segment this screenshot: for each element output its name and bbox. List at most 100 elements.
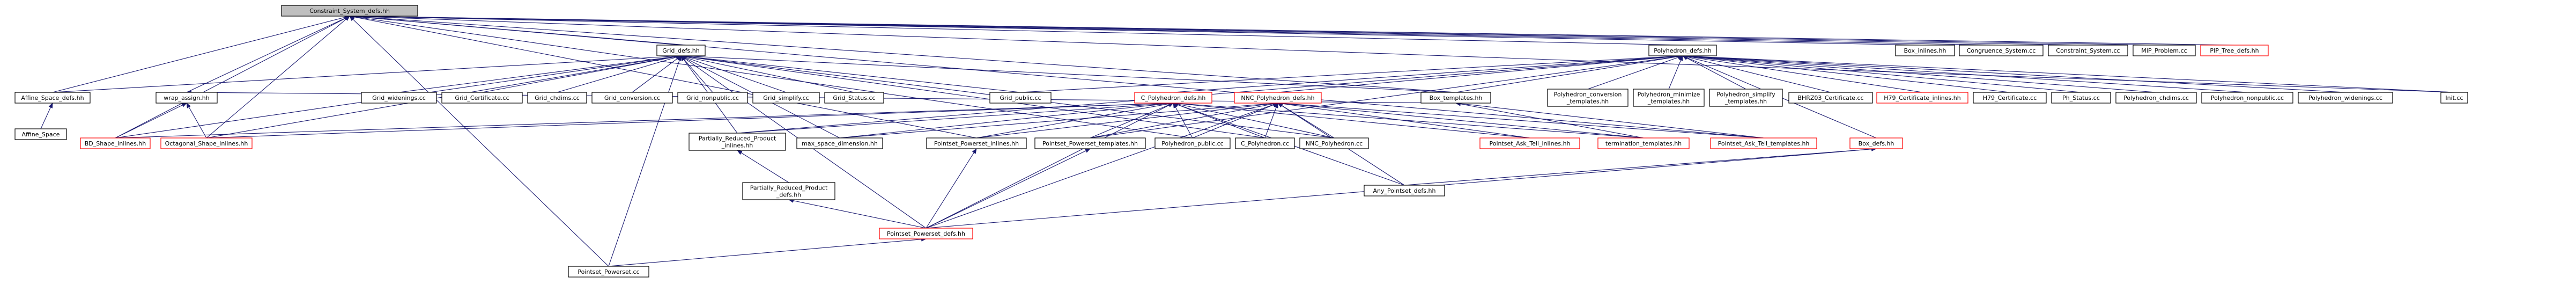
node-box[interactable] xyxy=(926,137,1027,149)
graph-node-c-poly-cc[interactable]: C_Polyhedron.cc xyxy=(1235,137,1295,149)
graph-node-ph-status[interactable]: Ph_Status.cc xyxy=(2051,92,2111,104)
node-box[interactable] xyxy=(2048,45,2128,56)
node-box[interactable] xyxy=(2440,92,2468,104)
node-box[interactable] xyxy=(1234,92,1322,104)
graph-node-term-tpl[interactable]: termination_templates.hh xyxy=(1597,137,1690,149)
node-box[interactable] xyxy=(1876,92,1968,104)
node-box[interactable] xyxy=(441,92,523,104)
node-box[interactable] xyxy=(1959,45,2044,56)
graph-node-box-defs[interactable]: Box_defs.hh xyxy=(1849,137,1903,149)
graph-node-grid-public[interactable]: Grid_public.cc xyxy=(989,92,1052,104)
graph-node-mip[interactable]: MIP_Problem.cc xyxy=(2133,45,2196,56)
node-box[interactable] xyxy=(1034,137,1146,149)
node-box[interactable] xyxy=(677,92,748,104)
graph-node-grid-defs[interactable]: Grid_defs.hh xyxy=(656,45,706,56)
node-box[interactable] xyxy=(1648,45,1717,56)
node-box[interactable] xyxy=(1299,137,1369,149)
node-box[interactable] xyxy=(527,92,587,104)
graph-node-pps-cc[interactable]: Pointset_Powerset.cc xyxy=(568,266,649,278)
node-box[interactable] xyxy=(1709,89,1783,107)
node-box[interactable] xyxy=(2201,92,2293,104)
graph-node-nncpoly-defs[interactable]: NNC_Polyhedron_defs.hh xyxy=(1234,92,1322,104)
graph-node-bd-inl[interactable]: BD_Shape_inlines.hh xyxy=(80,137,151,149)
node-box[interactable] xyxy=(1479,137,1580,149)
node-box[interactable] xyxy=(568,266,649,278)
graph-node-poly-nonpub[interactable]: Polyhedron_nonpublic.cc xyxy=(2201,92,2293,104)
node-box[interactable] xyxy=(591,92,673,104)
node-box[interactable] xyxy=(742,182,835,200)
graph-node-bhrz03[interactable]: BHRZ03_Certificate.cc xyxy=(1788,92,1873,104)
graph-node-root[interactable]: Constraint_System_defs.hh xyxy=(281,5,418,17)
graph-node-grid-cert[interactable]: Grid_Certificate.cc xyxy=(441,92,523,104)
graph-node-poly-simp-tpl[interactable]: Polyhedron_simplify_templates.hh xyxy=(1709,89,1783,107)
node-box[interactable] xyxy=(2298,92,2393,104)
node-box[interactable] xyxy=(879,228,973,239)
node-box[interactable] xyxy=(1154,137,1231,149)
graph-node-max-space[interactable]: max_space_dimension.hh xyxy=(796,137,883,149)
node-box[interactable] xyxy=(989,92,1052,104)
node-box[interactable] xyxy=(796,137,883,149)
node-box[interactable] xyxy=(156,92,218,104)
node-box[interactable] xyxy=(1364,185,1445,196)
graph-node-pps-inl[interactable]: Pointset_Powerset_inlines.hh xyxy=(926,137,1027,149)
graph-node-grid-widenings[interactable]: Grid_widenings.cc xyxy=(361,92,437,104)
graph-node-affine-space[interactable]: Affine_Space xyxy=(14,128,67,140)
graph-node-grid-conv[interactable]: Grid_conversion.cc xyxy=(591,92,673,104)
node-box[interactable] xyxy=(2133,45,2196,56)
graph-node-pps-tpl[interactable]: Pointset_Powerset_templates.hh xyxy=(1034,137,1146,149)
graph-node-box-inlines[interactable]: Box_inlines.hh xyxy=(1895,45,1955,56)
node-box[interactable] xyxy=(1710,137,1817,149)
graph-node-grid-status[interactable]: Grid_Status.cc xyxy=(824,92,884,104)
graph-node-grid-simplify[interactable]: Grid_simplify.cc xyxy=(752,92,820,104)
node-box[interactable] xyxy=(14,92,91,104)
graph-node-wrap[interactable]: wrap_assign.hh xyxy=(156,92,218,104)
graph-node-poly-public[interactable]: Polyhedron_public.cc xyxy=(1154,137,1231,149)
node-box[interactable] xyxy=(1633,89,1705,107)
graph-node-congruence[interactable]: Congruence_System.cc xyxy=(1959,45,2044,56)
graph-node-poly-widen[interactable]: Polyhedron_widenings.cc xyxy=(2298,92,2393,104)
graph-node-poly-defs[interactable]: Polyhedron_defs.hh xyxy=(1648,45,1717,56)
node-box[interactable] xyxy=(689,133,786,151)
graph-node-poly-conv-tpl[interactable]: Polyhedron_conversion_templates.hh xyxy=(1547,89,1628,107)
graph-node-h79-cc[interactable]: H79_Certificate.cc xyxy=(1973,92,2047,104)
node-box[interactable] xyxy=(1134,92,1212,104)
graph-node-poly-min-tpl[interactable]: Polyhedron_minimize_templates.hh xyxy=(1633,89,1705,107)
graph-node-grid-nonpub[interactable]: Grid_nonpublic.cc xyxy=(677,92,748,104)
graph-node-init[interactable]: Init.cc xyxy=(2440,92,2468,104)
node-box[interactable] xyxy=(2115,92,2197,104)
node-box[interactable] xyxy=(80,137,151,149)
graph-node-affine-defs[interactable]: Affine_Space_defs.hh xyxy=(14,92,91,104)
node-box[interactable] xyxy=(752,92,820,104)
node-box[interactable] xyxy=(1235,137,1295,149)
node-box[interactable] xyxy=(281,5,418,17)
node-box[interactable] xyxy=(1597,137,1690,149)
graph-node-prp-inl[interactable]: Partially_Reduced_Product_inlines.hh xyxy=(689,133,786,151)
node-box[interactable] xyxy=(2051,92,2111,104)
graph-node-pat-tpl[interactable]: Pointset_Ask_Tell_templates.hh xyxy=(1710,137,1817,149)
graph-node-pps-defs[interactable]: Pointset_Powerset_defs.hh xyxy=(879,228,973,239)
node-box[interactable] xyxy=(1973,92,2047,104)
graph-node-cs-cc[interactable]: Constraint_System.cc xyxy=(2048,45,2128,56)
node-box[interactable] xyxy=(14,128,67,140)
node-box[interactable] xyxy=(160,137,253,149)
node-box[interactable] xyxy=(1849,137,1903,149)
node-box[interactable] xyxy=(361,92,437,104)
graph-node-h79-inl[interactable]: H79_Certificate_inlines.hh xyxy=(1876,92,1968,104)
graph-node-oct-inl[interactable]: Octagonal_Shape_inlines.hh xyxy=(160,137,253,149)
node-box[interactable] xyxy=(2200,45,2269,56)
graph-node-box-templates[interactable]: Box_templates.hh xyxy=(1420,92,1491,104)
graph-node-any-pt[interactable]: Any_Pointset_defs.hh xyxy=(1364,185,1445,196)
graph-node-pip[interactable]: PIP_Tree_defs.hh xyxy=(2200,45,2269,56)
graph-node-nnc-poly-cc[interactable]: NNC_Polyhedron.cc xyxy=(1299,137,1369,149)
node-box[interactable] xyxy=(1420,92,1491,104)
graph-node-poly-chdims[interactable]: Polyhedron_chdims.cc xyxy=(2115,92,2197,104)
node-box[interactable] xyxy=(656,45,706,56)
graph-node-cpoly-defs[interactable]: C_Polyhedron_defs.hh xyxy=(1134,92,1212,104)
graph-node-pat-inl[interactable]: Pointset_Ask_Tell_inlines.hh xyxy=(1479,137,1580,149)
node-box[interactable] xyxy=(1788,92,1873,104)
node-box[interactable] xyxy=(824,92,884,104)
graph-node-prp-defs[interactable]: Partially_Reduced_Product_defs.hh xyxy=(742,182,835,200)
node-box[interactable] xyxy=(1547,89,1628,107)
node-box[interactable] xyxy=(1895,45,1955,56)
graph-node-grid-chdims[interactable]: Grid_chdims.cc xyxy=(527,92,587,104)
